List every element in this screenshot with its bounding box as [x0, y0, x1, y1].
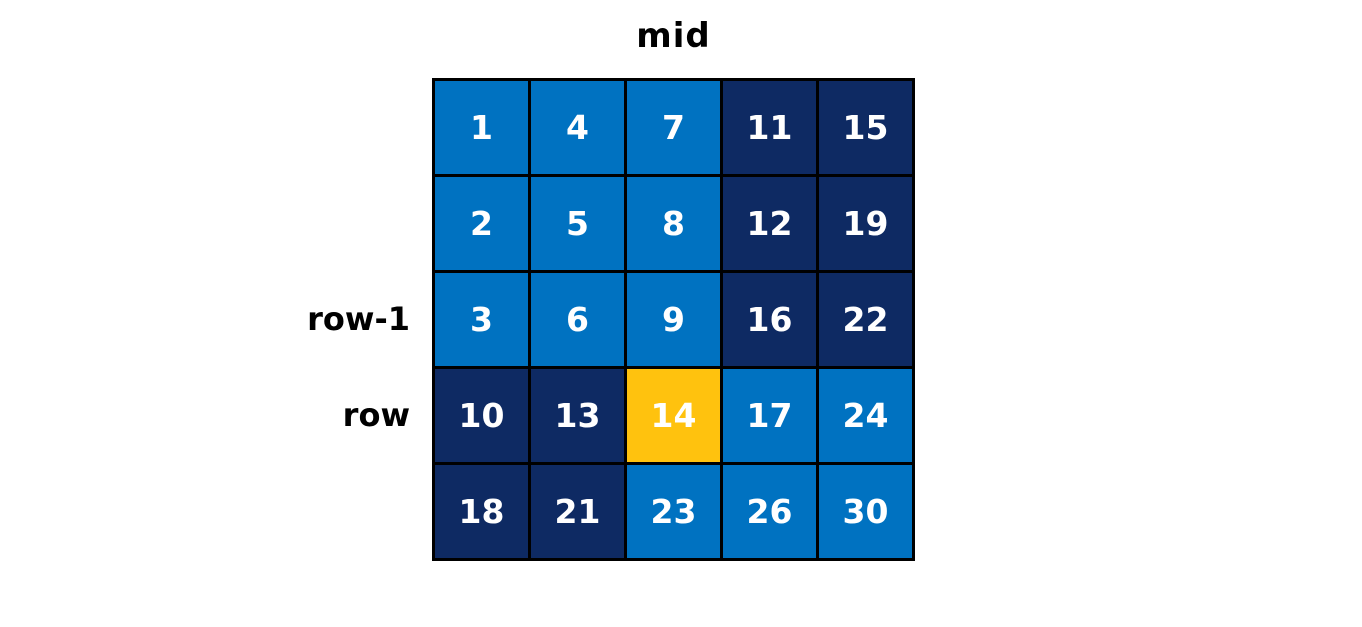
- row-label-row-minus-1: row-1: [307, 300, 410, 338]
- grid-cell-r0c1: 4: [531, 81, 624, 174]
- grid-cell-r2c0: 3: [435, 273, 528, 366]
- row-label-row: row: [342, 396, 410, 434]
- grid-cell-r4c0: 18: [435, 465, 528, 558]
- grid-cell-r4c3: 26: [723, 465, 816, 558]
- grid-cell-r3c4: 24: [819, 369, 912, 462]
- grid-cell-r2c4: 22: [819, 273, 912, 366]
- grid-cell-r2c3: 16: [723, 273, 816, 366]
- grid-cell-r3c1: 13: [531, 369, 624, 462]
- grid-cell-r1c1: 5: [531, 177, 624, 270]
- grid-cell-r3c2: 14: [627, 369, 720, 462]
- grid-cell-r0c4: 15: [819, 81, 912, 174]
- grid-cell-r1c4: 19: [819, 177, 912, 270]
- grid-cell-r1c0: 2: [435, 177, 528, 270]
- grid-cell-r4c4: 30: [819, 465, 912, 558]
- grid-cell-r4c2: 23: [627, 465, 720, 558]
- grid-cell-r0c2: 7: [627, 81, 720, 174]
- grid-cell-r1c3: 12: [723, 177, 816, 270]
- grid-cell-r3c0: 10: [435, 369, 528, 462]
- grid-cell-r2c2: 9: [627, 273, 720, 366]
- grid-cell-r0c3: 11: [723, 81, 816, 174]
- grid-cell-r2c1: 6: [531, 273, 624, 366]
- grid-cell-r1c2: 8: [627, 177, 720, 270]
- column-label-mid: mid: [636, 16, 711, 56]
- grid-cell-r3c3: 17: [723, 369, 816, 462]
- grid-cell-r0c0: 1: [435, 81, 528, 174]
- grid-cell-r4c1: 21: [531, 465, 624, 558]
